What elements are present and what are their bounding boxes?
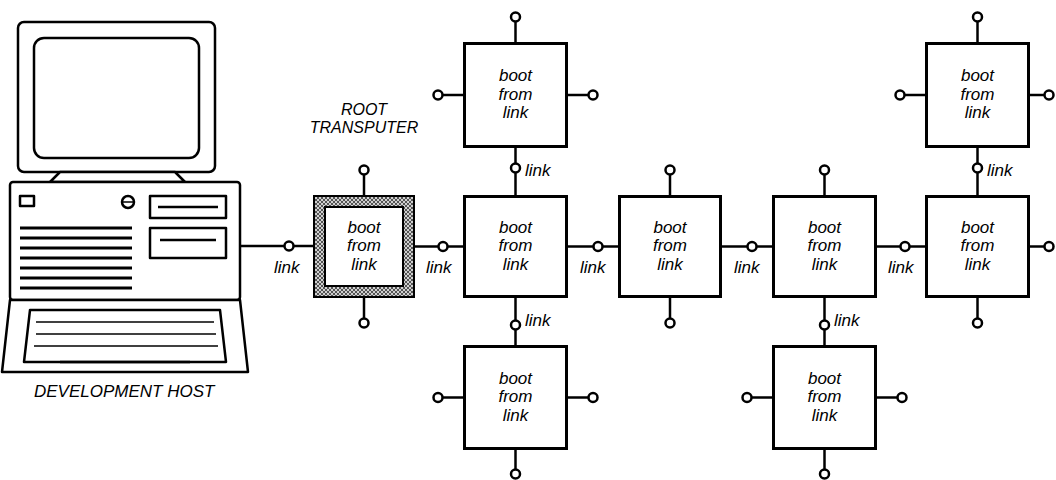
transputer-box: boot from link <box>463 195 568 298</box>
link-terminal <box>589 393 598 402</box>
link-label: link <box>578 259 608 278</box>
link-label: link <box>523 162 553 181</box>
link-terminal <box>511 164 520 173</box>
link-terminal <box>901 242 910 251</box>
node-text: boot from link <box>796 219 854 274</box>
transputer-box: boot from link <box>463 345 568 450</box>
node-text: boot from link <box>949 219 1007 274</box>
node-text: boot from link <box>796 370 854 425</box>
link-connector <box>722 242 772 251</box>
link-terminal <box>1045 91 1054 100</box>
link-label: link <box>424 259 454 278</box>
node-text: boot from link <box>949 67 1007 122</box>
link-connector <box>973 148 982 195</box>
transputer-box: boot from link <box>925 195 1030 298</box>
link-terminal <box>743 393 752 402</box>
link-terminal <box>973 319 982 328</box>
link-label: link <box>886 259 916 278</box>
transputer-box: boot from link <box>925 42 1030 148</box>
node-text: boot from link <box>487 370 545 425</box>
link-terminal <box>360 319 369 328</box>
transputer-box: boot from link <box>772 345 877 450</box>
link-terminal <box>820 166 829 175</box>
link-label: link <box>272 259 302 278</box>
link-terminal <box>898 393 907 402</box>
transputer-box: boot from link <box>618 195 722 298</box>
link-terminal <box>434 91 443 100</box>
node-text: boot from link <box>335 219 393 274</box>
link-connector <box>415 242 463 251</box>
link-terminal <box>666 166 675 175</box>
link-terminal <box>360 166 369 175</box>
link-terminal <box>511 13 520 22</box>
link-terminal <box>973 164 982 173</box>
link-connector <box>820 298 829 345</box>
root-transputer-box: ROOT TRANSPUTERboot from link <box>313 195 415 298</box>
host-label: DEVELOPMENT HOST <box>32 383 216 402</box>
link-label: link <box>732 259 762 278</box>
link-terminal <box>1045 242 1054 251</box>
transputer-box: boot from link <box>772 195 877 298</box>
link-terminal <box>511 321 520 330</box>
link-terminal <box>594 242 603 251</box>
link-terminal <box>434 393 443 402</box>
link-connector <box>568 242 618 251</box>
link-terminal <box>896 91 905 100</box>
link-label: link <box>832 312 862 331</box>
link-connector <box>511 298 520 345</box>
link-terminal <box>666 319 675 328</box>
link-connector <box>511 148 520 195</box>
node-text: boot from link <box>487 67 545 122</box>
link-terminal <box>973 13 982 22</box>
link-connector <box>877 242 925 251</box>
node-heading: ROOT TRANSPUTER <box>299 101 429 137</box>
link-label: link <box>985 162 1015 181</box>
link-terminal <box>820 321 829 330</box>
link-terminal <box>820 470 829 479</box>
node-text: boot from link <box>487 219 545 274</box>
link-terminal <box>511 470 520 479</box>
link-terminal <box>748 242 757 251</box>
link-label: link <box>523 312 553 331</box>
node-text: boot from link <box>641 219 699 274</box>
link-terminal <box>589 91 598 100</box>
transputer-box: boot from link <box>463 42 568 148</box>
link-terminal <box>439 242 448 251</box>
